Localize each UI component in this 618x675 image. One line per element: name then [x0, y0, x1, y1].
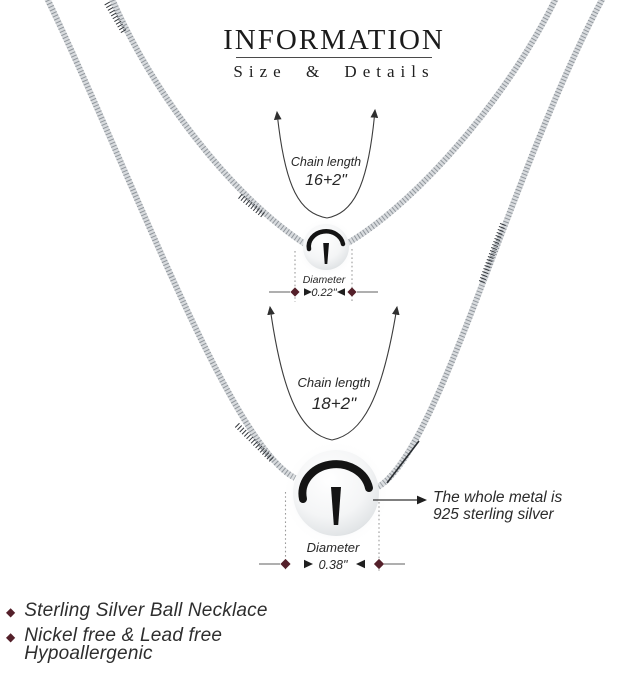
ball-small — [303, 224, 349, 270]
chain-length-large-caption: Chain length — [297, 375, 371, 390]
chain-length-bracket-small — [273, 108, 379, 219]
bracket-small-left-arm — [273, 110, 328, 219]
diameter-measure-large — [259, 492, 405, 571]
metal-note: The whole metal is 925 sterling silver — [433, 489, 593, 523]
measure-small-diamond-right — [347, 287, 357, 297]
chain-large-necklace — [44, 0, 606, 490]
measure-large-arrow-left — [304, 559, 313, 569]
chain-small-left-base — [109, 0, 307, 247]
chain-large-left-links — [44, 0, 297, 481]
diameter-measure-small — [269, 249, 378, 302]
diameter-label-large: Diameter 0.38" — [258, 540, 408, 572]
list-item: ◆ Sterling Silver Ball Necklace — [6, 600, 426, 621]
chain-length-large-value: 18+2" — [311, 394, 357, 413]
chain-small-right-links — [346, 0, 559, 246]
diamond-bullet-icon: ◆ — [6, 605, 16, 619]
feature-text: Sterling Silver Ball Necklace — [24, 600, 268, 621]
diameter-large-caption: Diameter — [306, 540, 360, 555]
chain-large-right-base — [376, 0, 606, 490]
metal-note-pointer — [373, 495, 427, 505]
feature-1-line1: Sterling Silver Ball Necklace — [24, 600, 268, 621]
metal-note-line2: 925 sterling silver — [433, 506, 554, 523]
diameter-large-value: 0.38" — [318, 558, 348, 572]
feature-text: Nickel free & Lead free Hypoallergenic — [24, 625, 223, 664]
ball-small-reflection-arc — [306, 229, 346, 252]
feature-list: ◆ Sterling Silver Ball Necklace ◆ Nickel… — [6, 600, 426, 670]
diameter-small-caption: Diameter — [302, 274, 346, 286]
chain-small-dark-accent-top — [104, 1, 127, 34]
chain-small-necklace — [104, 0, 559, 247]
bracket-large-right-arm — [331, 305, 400, 441]
chain-length-label-large: Chain length 18+2" — [234, 375, 434, 414]
measure-small-diamond-left — [290, 287, 300, 297]
feature-2-line1: Nickel free & Lead free — [24, 625, 223, 646]
ball-large-reflection-arc — [298, 460, 373, 503]
metal-note-line1: The whole metal is — [433, 489, 563, 506]
page-title: INFORMATION — [223, 24, 445, 56]
feature-2-line2: Hypoallergenic — [24, 643, 153, 664]
diameter-small-value: 0.22" — [311, 287, 337, 299]
chain-large-reflection-line — [386, 440, 420, 484]
chain-length-bracket-large — [267, 305, 400, 441]
measure-small-arrow-right — [337, 288, 345, 296]
diameter-label-small: Diameter 0.22" — [249, 274, 399, 299]
metal-note-arrowhead — [417, 495, 427, 505]
measure-large-diamond-left — [280, 558, 291, 570]
chain-length-small-caption: Chain length — [290, 155, 362, 169]
list-item: ◆ Nickel free & Lead free Hypoallergenic — [6, 625, 426, 664]
measure-large-diamond-right — [373, 558, 385, 570]
bracket-small-right-arm — [326, 108, 379, 219]
page-subtitle: Size & Details — [233, 62, 435, 81]
title-divider — [236, 57, 432, 58]
chain-length-small-value: 16+2" — [305, 172, 347, 189]
chain-length-label-small: Chain length 16+2" — [226, 155, 426, 190]
ball-large-reflection-bar — [331, 487, 341, 525]
ball-large — [293, 450, 379, 536]
measure-small-arrow-left — [304, 288, 312, 296]
header: INFORMATION Size & Details — [50, 24, 618, 82]
bracket-large-left-arm — [267, 305, 333, 441]
ball-small-reflection-bar — [323, 243, 329, 264]
diamond-bullet-icon: ◆ — [6, 630, 16, 644]
measure-large-arrow-right — [356, 559, 365, 569]
